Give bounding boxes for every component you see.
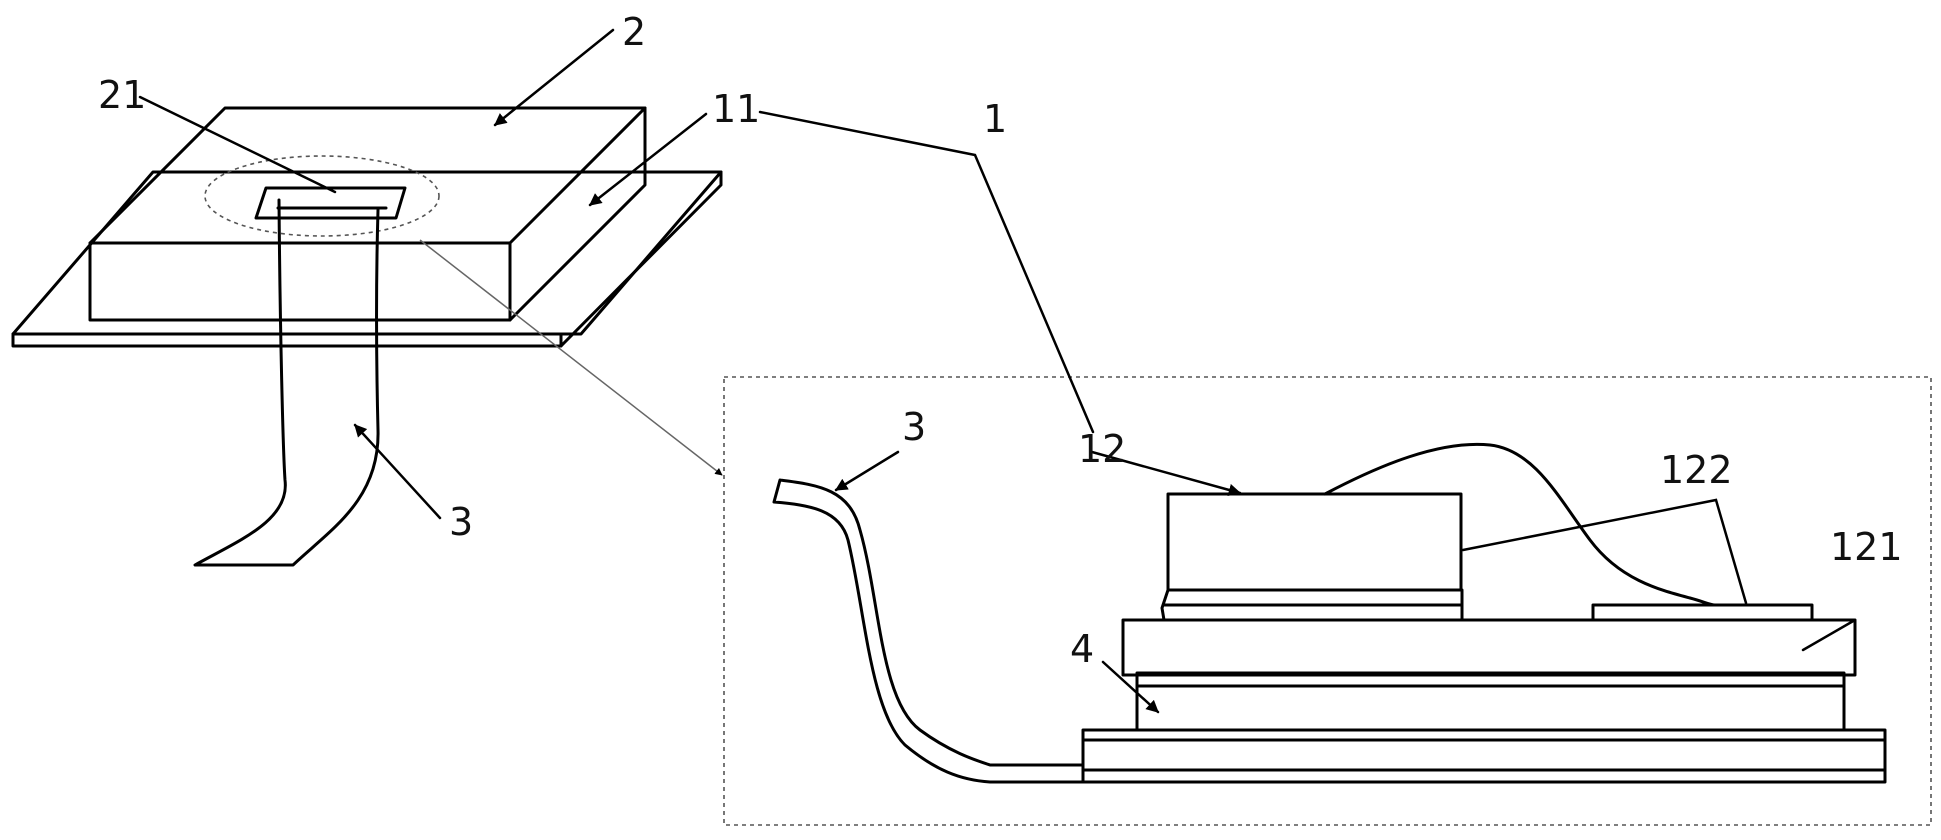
board-121 <box>1121 618 1857 677</box>
label-4: 4 <box>1070 627 1094 671</box>
cover-block <box>88 106 647 322</box>
bottom-substrate <box>1081 728 1887 784</box>
leader-122 <box>1461 498 1748 605</box>
detail-box <box>723 376 1932 826</box>
leader-12 <box>1090 450 1242 497</box>
label-21: 21 <box>98 73 146 117</box>
label-122: 122 <box>1660 448 1733 492</box>
bond-wire <box>1323 442 1717 607</box>
leader-121 <box>1801 618 1857 652</box>
label-11: 11 <box>712 87 760 131</box>
label-12: 12 <box>1078 427 1126 471</box>
flex-strip-right <box>772 478 1085 784</box>
pad-122 <box>1591 603 1814 622</box>
chip-12 <box>1160 492 1464 622</box>
detail-ellipse <box>204 155 440 237</box>
leader-3-right <box>834 450 900 492</box>
label-2: 2 <box>622 10 646 54</box>
leader-21 <box>138 95 337 194</box>
zoom-connector-line <box>419 239 723 476</box>
leader-1 <box>758 110 1095 434</box>
flex-strip-left <box>193 198 380 567</box>
label-3-left: 3 <box>449 500 473 544</box>
layer-4 <box>1135 671 1846 732</box>
label-1: 1 <box>983 97 1007 141</box>
window-opening <box>254 186 407 220</box>
leader-2 <box>493 28 615 127</box>
leader-11 <box>588 112 708 207</box>
leader-3-left <box>353 423 442 520</box>
leader-4 <box>1101 660 1160 714</box>
label-3-right: 3 <box>902 405 926 449</box>
label-121: 121 <box>1830 525 1903 569</box>
